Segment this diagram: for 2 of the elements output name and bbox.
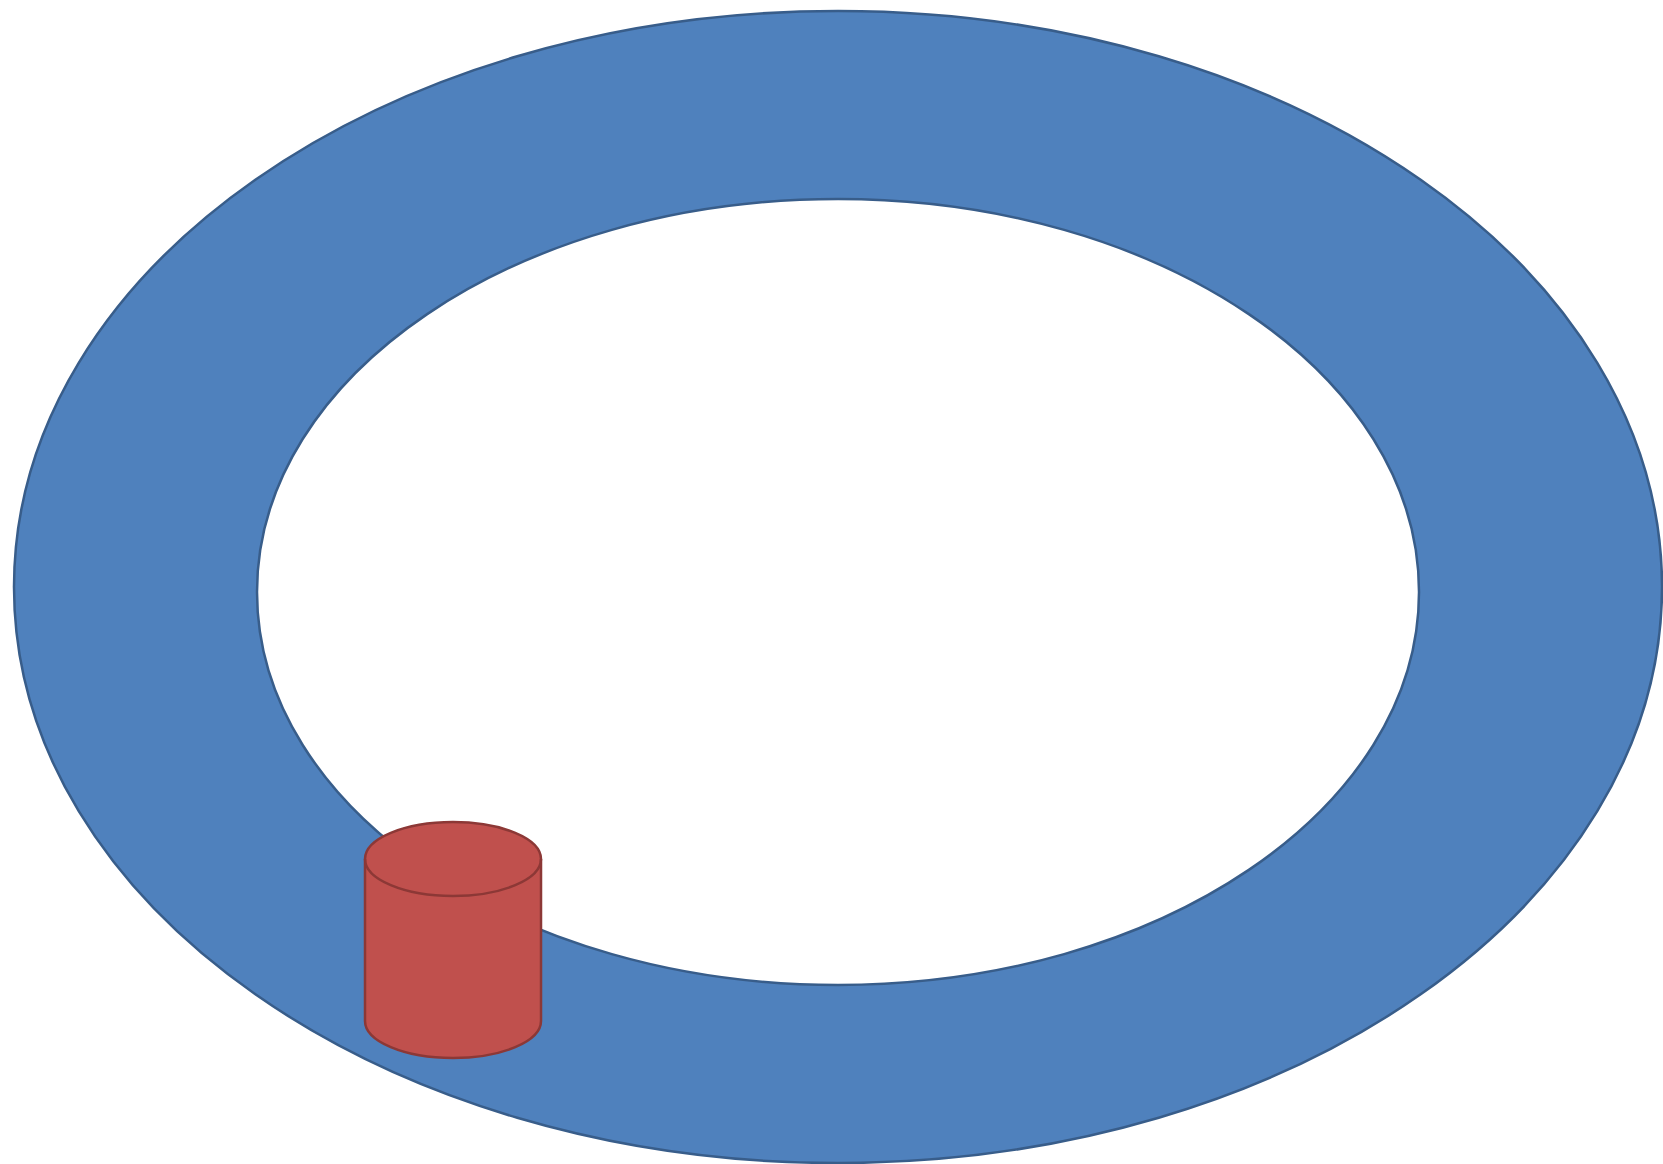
cylinder-shape — [363, 820, 543, 1060]
ring-shape — [12, 9, 1663, 1164]
